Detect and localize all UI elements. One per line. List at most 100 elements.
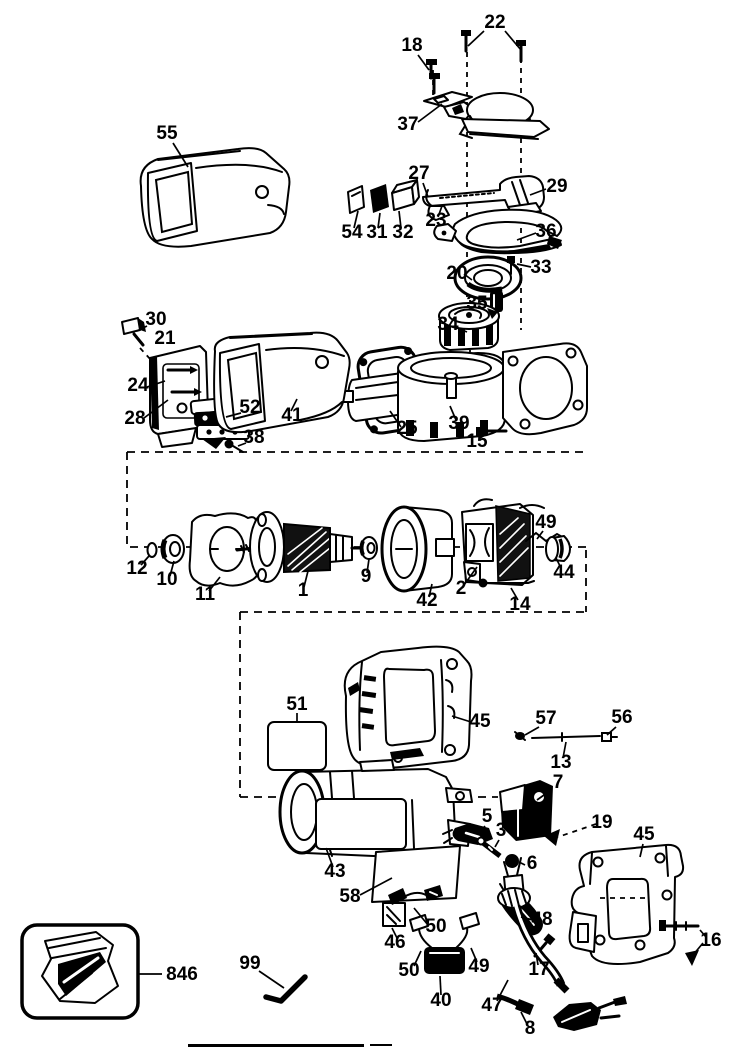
part-callout-33: 33 <box>530 257 551 278</box>
leader-line-18 <box>417 54 430 71</box>
hex-key-99 <box>263 974 308 1004</box>
part-callout-6: 6 <box>527 853 538 874</box>
part-callout-54: 54 <box>341 222 363 243</box>
leader-line-31 <box>377 212 381 229</box>
leader-line-14 <box>510 587 519 601</box>
part-callout-19: 19 <box>591 812 612 833</box>
drive-gear-34 <box>438 302 500 351</box>
leader-line-12 <box>140 555 150 566</box>
part-callout-46: 46 <box>384 932 405 953</box>
part-callout-37: 37 <box>397 114 418 135</box>
leader-line-37 <box>417 103 443 123</box>
label-51 <box>267 721 327 771</box>
part-callout-14: 14 <box>509 594 531 615</box>
part-callout-30: 30 <box>145 309 166 330</box>
leader-line-22 <box>467 30 485 47</box>
part-callout-22: 22 <box>484 12 505 33</box>
leader-line-16 <box>699 929 707 938</box>
leader-line-56 <box>606 726 617 736</box>
brush-cap-44 <box>545 535 571 562</box>
housing-half-45-left <box>343 645 473 769</box>
part-callout-99: 99 <box>239 953 260 974</box>
leader-line-42 <box>428 583 433 598</box>
leader-line-3 <box>494 839 500 848</box>
part-callout-58: 58 <box>339 886 360 907</box>
pin19-arrowhead <box>544 829 560 846</box>
part-callout-32: 32 <box>392 222 413 243</box>
washer-12 <box>146 542 158 558</box>
screw-14 <box>478 578 535 588</box>
brush-assembly-46 <box>382 888 427 927</box>
part-callout-38: 38 <box>243 427 264 448</box>
brush-plates-54-31-32 <box>347 179 420 214</box>
part-callout-2: 2 <box>456 578 467 599</box>
part-callout-45: 45 <box>469 711 491 732</box>
screw-33 <box>507 256 515 275</box>
small-parts-5-3-6 <box>442 823 519 868</box>
leader-line-10 <box>169 560 175 577</box>
leader-line-40 <box>439 975 442 996</box>
part-callout-51: 51 <box>286 694 308 715</box>
terminal-50-upper <box>424 885 443 901</box>
leader-line-24 <box>146 380 166 388</box>
leader-line-99 <box>258 970 285 989</box>
bearing-10 <box>160 534 185 564</box>
part-callout-49: 49 <box>468 956 489 977</box>
leader-line-32 <box>398 210 402 229</box>
part-callout-56: 56 <box>611 707 632 728</box>
part-callout-48: 48 <box>531 909 552 930</box>
leader-line-11 <box>208 576 221 592</box>
screw-38 <box>224 439 244 453</box>
bearing-9 <box>359 536 378 560</box>
part-callout-45: 45 <box>633 824 655 845</box>
arrowheads <box>544 829 704 966</box>
leader-line-13 <box>562 741 567 759</box>
part-callout-12: 12 <box>126 558 147 579</box>
part-callout-49: 49 <box>535 512 556 533</box>
leader-line-28 <box>143 399 169 419</box>
leader-line-25 <box>389 410 402 428</box>
screw-16 <box>659 920 700 931</box>
leader-line-49 <box>536 530 544 540</box>
leader-line-50 <box>413 950 422 967</box>
part-callout-9: 9 <box>361 566 372 587</box>
leader-line-1 <box>303 570 309 588</box>
gear-case-cover <box>502 342 588 436</box>
leader-line-50 <box>413 907 429 926</box>
leader-line-49 <box>470 947 478 963</box>
leader-line-30 <box>136 325 148 332</box>
leader-line-5 <box>478 825 486 834</box>
leader-line-29 <box>529 188 547 196</box>
part-callout-846: 846 <box>166 964 198 985</box>
leader-line-36 <box>516 232 537 241</box>
power-cord-47 <box>497 857 570 994</box>
part-callout-34: 34 <box>437 314 459 335</box>
screws-22 <box>461 30 526 63</box>
leader-line-41 <box>290 398 298 412</box>
leader-line-34 <box>456 327 468 333</box>
retainer-ring-36 <box>433 208 563 255</box>
leader-line-2 <box>463 566 478 586</box>
part-callout-52: 52 <box>239 397 260 418</box>
part-callout-3: 3 <box>496 820 507 841</box>
leader-line-47 <box>496 979 509 1002</box>
part-callout-47: 47 <box>481 995 502 1016</box>
part-callout-23: 23 <box>425 210 446 231</box>
gear-cover-41 <box>213 331 351 434</box>
leader-line-38 <box>237 442 247 447</box>
part-callout-31: 31 <box>366 222 388 243</box>
leader-line-44 <box>555 557 562 569</box>
leader-line-23 <box>437 205 443 218</box>
leader-line-58 <box>359 877 393 896</box>
gear-case-39 <box>336 342 588 442</box>
leader-line-20 <box>463 273 473 281</box>
leader-line-6 <box>518 861 526 866</box>
part-callout-29: 29 <box>546 176 567 197</box>
part-callout-10: 10 <box>156 569 177 590</box>
bearing-retainer-plate-37 <box>423 91 550 140</box>
spindle-key-35 <box>490 291 503 312</box>
leader-line-48 <box>520 916 534 921</box>
cord-plug-8 <box>496 993 627 1031</box>
screw16-arrowhead <box>685 950 699 966</box>
